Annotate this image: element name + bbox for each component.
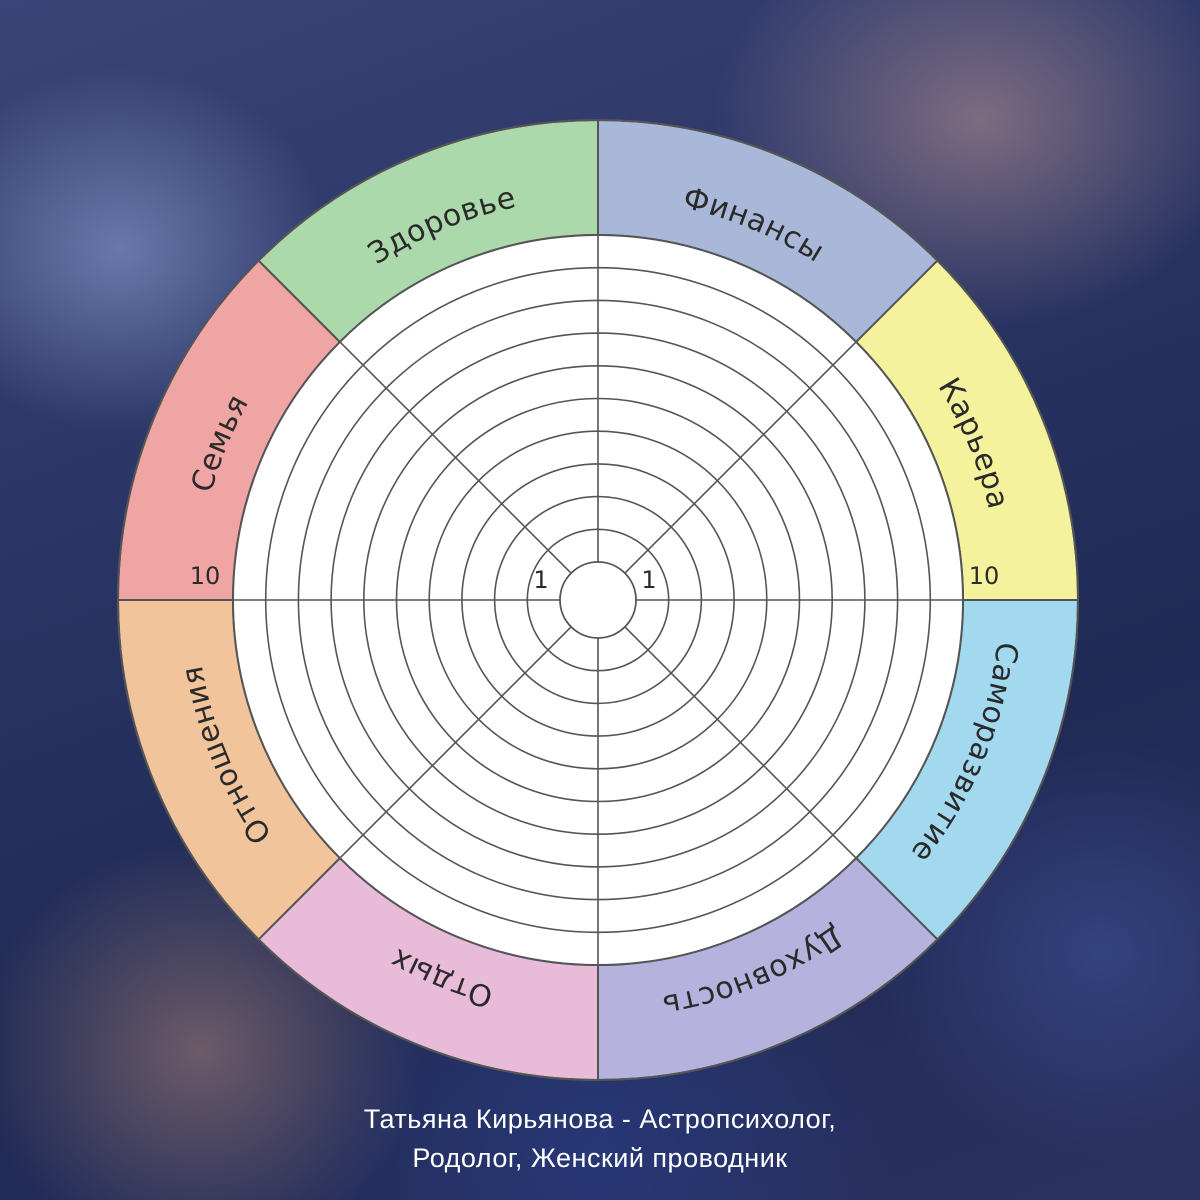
segment-bands bbox=[116, 118, 1080, 1082]
scale-min-right: 1 bbox=[641, 566, 656, 594]
spoke-line bbox=[258, 626, 572, 940]
outer-rim bbox=[117, 119, 1079, 1081]
scale-min-left: 1 bbox=[533, 566, 548, 594]
center-circle bbox=[559, 561, 637, 639]
caption-line-1: Татьяна Кирьянова - Астропсихолог, bbox=[363, 1104, 837, 1134]
scale-max-left: 10 bbox=[190, 562, 221, 590]
caption-line-2: Родолог, Женский проводник bbox=[412, 1143, 788, 1173]
spokes bbox=[117, 119, 1079, 1081]
spoke-line bbox=[624, 626, 938, 940]
spoke-line bbox=[624, 260, 938, 574]
spoke-line bbox=[258, 260, 572, 574]
scale-max-right: 10 bbox=[969, 562, 1000, 590]
